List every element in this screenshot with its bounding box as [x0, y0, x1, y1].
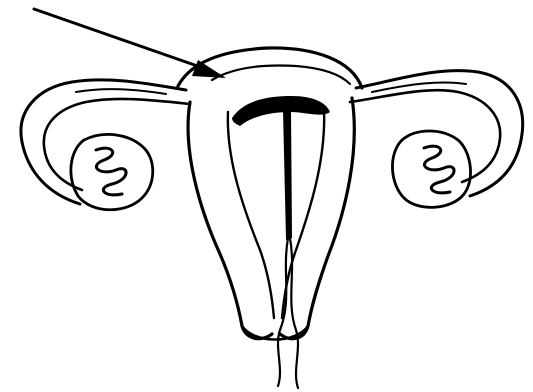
iud-stem	[283, 110, 292, 240]
pointer-arrow-shaft	[34, 9, 206, 69]
t-shaped-iud	[232, 96, 330, 388]
right-ovary	[392, 131, 470, 207]
cavity-left-line	[228, 112, 274, 318]
left-ovary-coil	[96, 148, 126, 195]
uterus-left-wall	[188, 102, 272, 339]
left-tube-lumen	[76, 89, 166, 94]
fundus-inner-line	[212, 66, 350, 84]
right-fallopian-tube	[350, 71, 523, 196]
uterine-body	[188, 98, 354, 340]
right-ovary-coil	[424, 146, 454, 193]
left-tube-inner	[44, 99, 190, 190]
iud-string-right	[290, 238, 298, 388]
iud-crossbar	[232, 96, 330, 126]
left-ovary	[71, 134, 153, 209]
